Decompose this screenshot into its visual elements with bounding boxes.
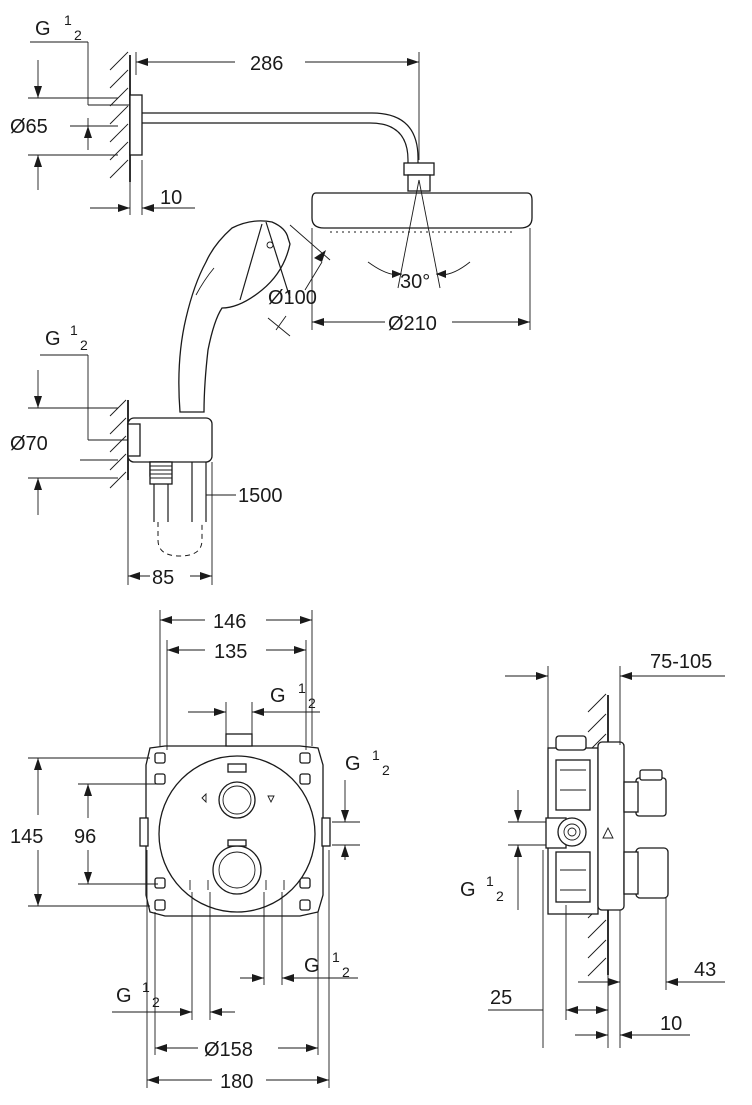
svg-text:25: 25 <box>490 987 512 1009</box>
side-bottom-extensions <box>542 850 667 1048</box>
dim-286-label: 286 <box>250 53 283 75</box>
valve-front-view <box>139 733 331 917</box>
dim-10-side: 10 <box>575 1013 690 1039</box>
dim-1500: 1500 <box>206 485 283 507</box>
svg-text:Ø210: Ø210 <box>388 313 437 335</box>
svg-text:135: 135 <box>214 641 247 663</box>
svg-text:Ø65: Ø65 <box>10 116 48 138</box>
svg-text:85: 85 <box>152 567 174 589</box>
svg-text:1: 1 <box>332 949 340 965</box>
hand-shower-view <box>109 220 291 557</box>
wall-flange-top <box>129 94 143 156</box>
hand-shower <box>178 220 291 413</box>
hose-connector <box>149 461 173 485</box>
dim-75-105: 75-105 <box>505 651 725 748</box>
svg-text:10: 10 <box>160 187 182 209</box>
svg-text:2: 2 <box>80 337 88 353</box>
dim-d210: Ø210 <box>311 228 531 335</box>
svg-text:1500: 1500 <box>238 485 283 507</box>
dim-d65: Ø65 <box>10 60 118 190</box>
head-shower-view <box>109 51 533 289</box>
svg-text:145: 145 <box>10 826 43 848</box>
thermostat-knob-side <box>635 847 669 899</box>
wall-hatch-mid <box>109 399 129 489</box>
svg-text:10: 10 <box>660 1013 682 1035</box>
side-outlet <box>557 817 587 847</box>
svg-text:2: 2 <box>496 888 504 904</box>
dim-25: 25 <box>488 987 608 1014</box>
svg-text:1: 1 <box>70 322 78 338</box>
dim-d100: Ø100 <box>267 224 331 337</box>
dim-85: 85 <box>127 462 213 589</box>
thread-label-valve-right: G 1 2 <box>332 747 390 860</box>
svg-text:G: G <box>460 879 476 901</box>
dim-145: 145 <box>10 757 150 907</box>
shower-arm <box>142 112 419 165</box>
thread-label-mid: G 1 2 <box>40 322 128 441</box>
svg-text:2: 2 <box>152 994 160 1010</box>
svg-text:75-105: 75-105 <box>650 651 712 673</box>
svg-text:43: 43 <box>694 959 716 981</box>
dim-96: 96 <box>74 783 158 885</box>
angle-30-label: 30° <box>400 271 430 293</box>
thread-label-valve-top: G 1 2 <box>188 680 320 734</box>
dim-43: 43 <box>578 959 725 986</box>
dim-135: 135 <box>166 640 307 750</box>
thread-label-top: G 1 2 <box>30 12 130 106</box>
thread-label-valve-br: G 1 2 <box>240 949 358 982</box>
cover-plate <box>158 755 316 913</box>
dim-146: 146 <box>159 610 313 746</box>
dim-286: 286 <box>135 52 420 160</box>
svg-text:Ø70: Ø70 <box>10 433 48 455</box>
dim-d158: Ø158 <box>155 1039 318 1061</box>
thread-label-side: G 1 2 <box>460 790 546 910</box>
svg-text:G: G <box>270 685 286 707</box>
svg-text:146: 146 <box>213 611 246 633</box>
svg-text:1: 1 <box>142 979 150 995</box>
svg-text:1: 1 <box>372 747 380 763</box>
svg-text:1: 1 <box>486 873 494 889</box>
svg-text:96: 96 <box>74 826 96 848</box>
svg-text:2: 2 <box>342 964 350 980</box>
dim-10-top: 10 <box>90 160 195 215</box>
svg-text:1: 1 <box>64 12 72 28</box>
svg-text:2: 2 <box>308 695 316 711</box>
svg-text:180: 180 <box>220 1071 253 1093</box>
valve-side-view <box>545 693 669 977</box>
svg-text:G: G <box>345 753 361 775</box>
svg-text:2: 2 <box>382 762 390 778</box>
dim-d70: Ø70 <box>10 370 118 515</box>
svg-text:Ø100: Ø100 <box>268 287 317 309</box>
svg-text:G: G <box>304 955 320 977</box>
svg-text:G: G <box>116 985 132 1007</box>
head-shower <box>311 192 533 229</box>
svg-text:G: G <box>45 328 61 350</box>
dim-180: 180 <box>147 1071 329 1093</box>
diverter-knob-side <box>635 777 667 817</box>
diverter-knob <box>218 781 256 819</box>
svg-text:1: 1 <box>298 680 306 696</box>
svg-text:Ø158: Ø158 <box>204 1039 253 1061</box>
thread-label-valve-bl: G 1 2 <box>112 979 235 1016</box>
thermostat-knob <box>212 845 262 895</box>
wall-hatch-top <box>109 51 131 182</box>
svg-text:2: 2 <box>74 27 82 43</box>
shower-head-nut <box>403 162 435 176</box>
hose-loop <box>157 522 203 557</box>
valve-bottom-extensions <box>146 850 330 1088</box>
svg-text:G: G <box>35 18 51 40</box>
